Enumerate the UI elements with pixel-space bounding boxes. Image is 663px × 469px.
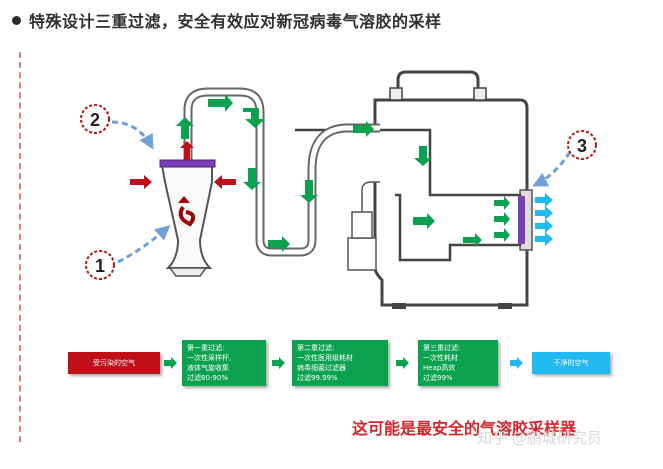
callout-markers: 2 1 3 — [80, 104, 597, 280]
flow-stage3-box: 第三重过滤: 一次性耗材 Heap高效 过滤99% — [418, 340, 498, 386]
title-row: 特殊设计三重过滤，安全有效应对新冠病毒气溶胶的采样 — [12, 8, 442, 32]
marker-1 — [85, 250, 115, 280]
flow-arrow-1 — [164, 357, 177, 369]
stage2-line1: 第二重过滤: — [297, 344, 335, 352]
stage1-line4: 过滤80-90% — [187, 374, 228, 382]
marker-2-label: 2 — [90, 110, 100, 130]
exhaust-arrows — [535, 193, 553, 246]
flow-input-label: 受污染的空气 — [93, 359, 135, 367]
internal-channel — [295, 128, 522, 262]
flow-arrow-2 — [272, 357, 285, 369]
marker-1-label: 1 — [95, 256, 105, 276]
stage1-line3: 液体气旋收集 — [187, 364, 229, 372]
stage3-line3: Heap高效 — [423, 364, 456, 372]
flow-arrow-3 — [396, 357, 409, 369]
flow-input-box: 受污染的空气 — [68, 352, 160, 374]
flow-output-label: 干净的空气 — [553, 359, 589, 367]
intake-arrows — [130, 141, 236, 189]
green-flow-arrows — [176, 94, 510, 252]
flow-output-box: 干净的空气 — [532, 352, 610, 374]
stage2-line3: 病毒细菌过滤器 — [297, 364, 346, 372]
marker-3 — [567, 130, 597, 160]
watermark: 知乎 @鹏城研究员 — [477, 429, 602, 447]
flow-stage2-box: 第二重过滤: 一次性医用级耗材 病毒细菌过滤器 过滤99.99% — [292, 340, 388, 386]
handle — [389, 70, 487, 101]
marker-2 — [80, 104, 110, 134]
cyclone-cup — [160, 164, 213, 277]
stage3-line1: 第三重过滤: — [423, 344, 461, 352]
sampling-tube — [183, 87, 380, 257]
stage2-line2: 一次性医用级耗材 — [297, 354, 353, 362]
filter-stage3 — [518, 196, 525, 244]
stage3-line4: 过滤99% — [423, 374, 453, 382]
page-title: 特殊设计三重过滤，安全有效应对新冠病毒气溶胶的采样 — [29, 12, 442, 31]
device-feet — [392, 303, 512, 309]
stage3-line2: 一次性耗材 — [423, 354, 458, 362]
collection-bottle — [347, 181, 380, 271]
callout-pointers — [111, 120, 572, 264]
filter-stage1 — [159, 159, 216, 168]
marker-3-label: 3 — [577, 136, 587, 156]
flow-arrow-4 — [510, 357, 523, 369]
slogan: 这可能是最安全的气溶胶采样器 — [352, 419, 577, 438]
stage2-line4: 过滤99.99% — [297, 374, 338, 382]
flow-stage1-box: 第一重过滤: 一次性采样杯, 液体气旋收集 过滤80-90% — [182, 340, 266, 386]
stage1-line1: 第一重过滤: — [187, 344, 225, 352]
divider — [19, 52, 21, 442]
bullet-icon — [12, 15, 21, 25]
stage1-line2: 一次性采样杯, — [187, 354, 232, 362]
